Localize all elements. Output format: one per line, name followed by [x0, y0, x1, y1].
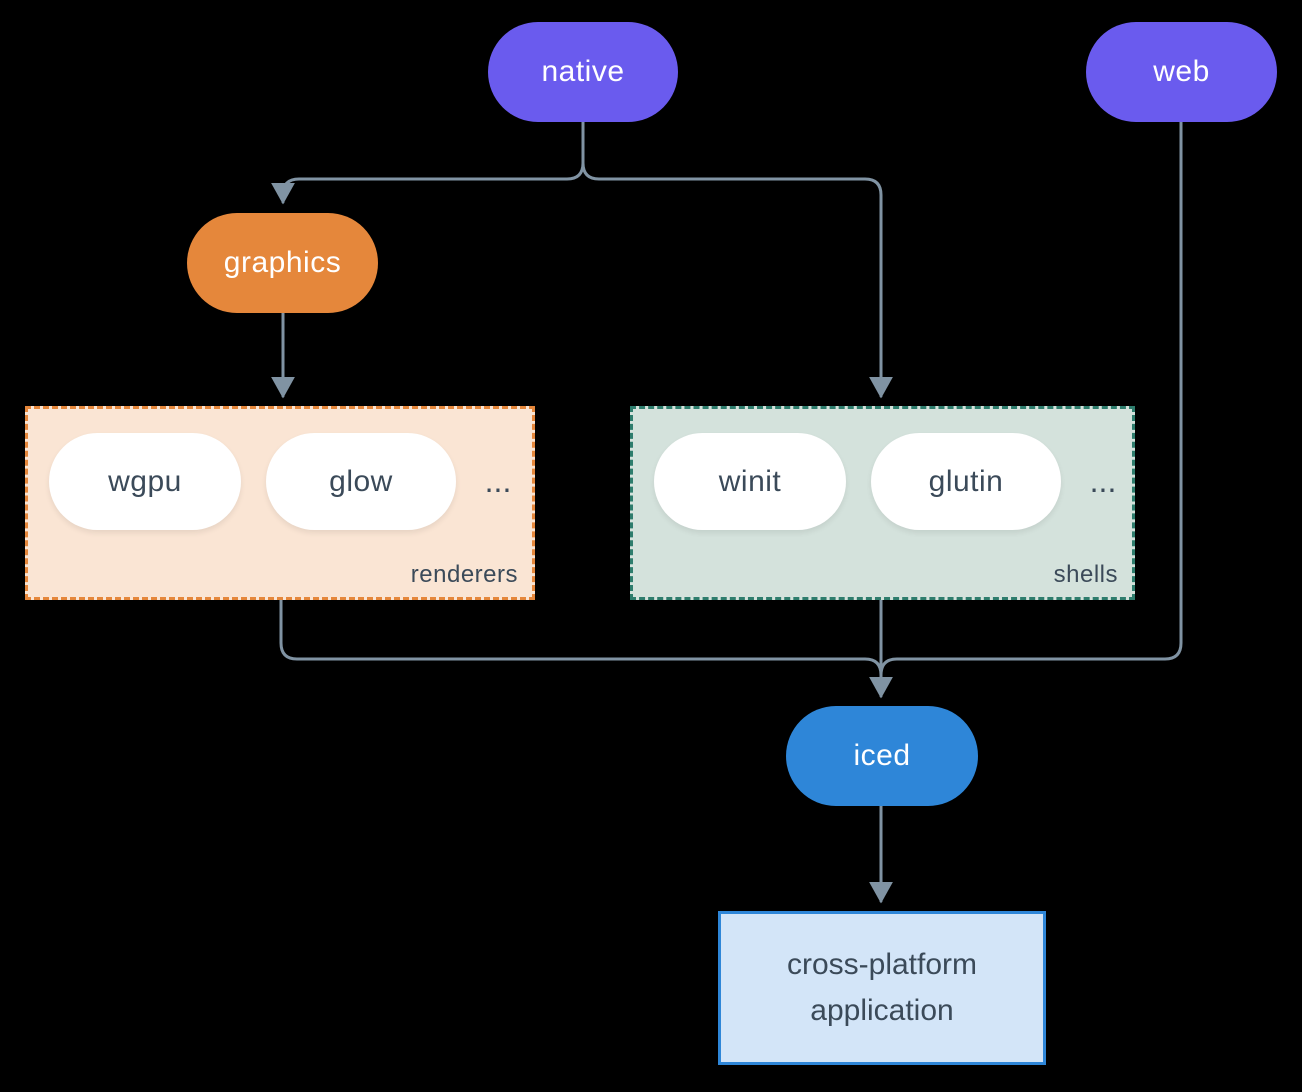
renderers-ellipsis: ...	[484, 463, 512, 499]
connector-renderers-to-merge	[279, 598, 883, 677]
shells-group-label: shells	[1053, 561, 1118, 588]
connector-native-to-shells	[581, 120, 893, 399]
node-winit: winit	[654, 433, 846, 530]
node-glow: glow	[266, 433, 456, 530]
node-wgpu: wgpu	[49, 433, 241, 530]
group-shells: winit glutin ... shells	[630, 406, 1135, 600]
node-application: cross-platform application	[718, 911, 1046, 1065]
connector-web-to-merge	[879, 120, 1183, 677]
node-glutin: glutin	[871, 433, 1061, 530]
shells-ellipsis: ...	[1089, 463, 1117, 499]
node-web: web	[1086, 22, 1277, 122]
group-renderers: wgpu glow ... renderers	[25, 406, 535, 600]
node-native: native	[488, 22, 678, 122]
node-graphics: graphics	[187, 213, 378, 313]
node-iced: iced	[786, 706, 978, 806]
renderers-group-label: renderers	[410, 561, 518, 588]
connector-native-to-graphics	[271, 120, 585, 205]
